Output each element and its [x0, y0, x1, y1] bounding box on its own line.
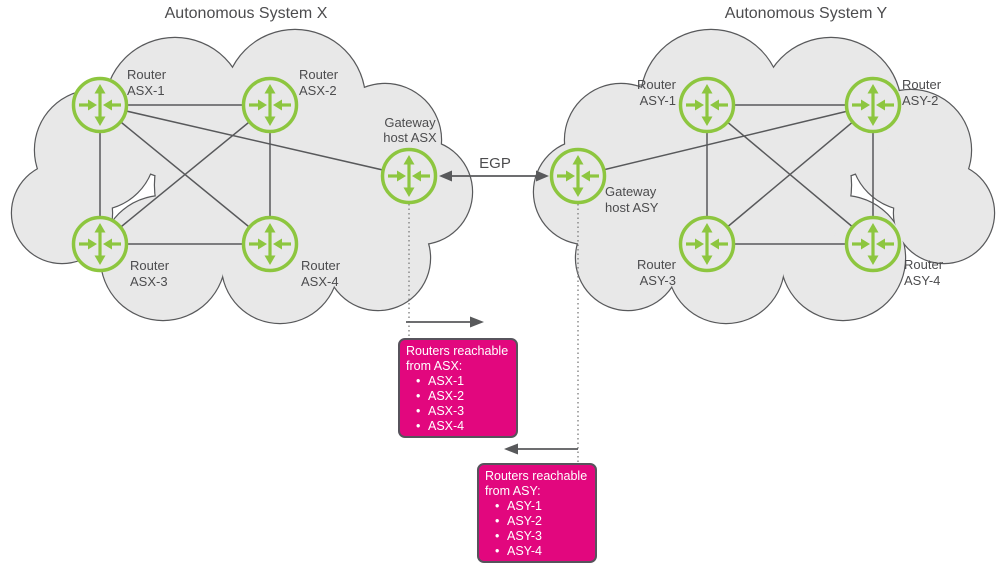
bullet-icon: •	[495, 544, 500, 558]
link-gwy-asy2	[577, 104, 874, 177]
router-asy3-node: Router ASY-3	[637, 215, 736, 288]
router-asx2-name: ASX-2	[299, 83, 337, 98]
bullet-icon: •	[495, 529, 500, 543]
reachable-from-asx-box: Routers reachable from ASX: • ASX-1 • ASX-…	[398, 338, 518, 438]
bullet-icon: •	[416, 404, 421, 418]
router-asy4-node: Router ASY-4	[844, 215, 944, 288]
router-icon	[71, 76, 129, 134]
gateway-asy-name: host ASY	[605, 200, 659, 215]
bullet-icon: •	[416, 374, 421, 388]
right-arrowhead-icon	[470, 316, 484, 328]
asx-box-heading-line2: from ASX:	[406, 359, 463, 373]
router-asy3-name: ASY-3	[640, 273, 676, 288]
egp-label: EGP	[479, 155, 511, 172]
gateway-asx-name: host ASX	[383, 130, 437, 145]
router-asx1-label: Router	[127, 67, 167, 82]
link-asy2-asy3	[706, 104, 874, 245]
link-asx2-asx3	[99, 104, 271, 245]
router-asy3-label: Router	[637, 257, 677, 272]
asx-item-1: ASX-1	[428, 374, 465, 388]
gateway-asx-label: Gateway	[384, 115, 436, 130]
router-asy4-label: Router	[904, 257, 944, 272]
router-asx4-node: Router ASX-4	[241, 215, 341, 289]
router-asx4-name: ASX-4	[301, 274, 339, 289]
router-asy2-label: Router	[902, 77, 942, 92]
list-item: • ASX-4	[406, 419, 510, 434]
asx-advertise-arrow	[406, 316, 484, 328]
router-icon	[380, 147, 438, 205]
router-asx4-label: Router	[301, 258, 341, 273]
asy-item-2: ASY-2	[507, 514, 542, 528]
router-icon	[71, 215, 129, 273]
as-x-title: Autonomous System X	[165, 5, 328, 22]
router-asy2-node: Router ASY-2	[844, 76, 942, 134]
list-item: • ASY-4	[485, 544, 589, 559]
left-arrowhead-icon	[504, 443, 518, 455]
gateway-asx-node: Gateway host ASX	[380, 115, 438, 205]
asy-item-4: ASY-4	[507, 544, 542, 558]
router-asy1-label: Router	[637, 77, 677, 92]
list-item: • ASX-3	[406, 404, 510, 419]
router-asy1-node: Router ASY-1	[637, 76, 736, 134]
gateway-asy-label: Gateway	[605, 184, 657, 199]
asx-box-heading-line1: Routers reachable	[406, 344, 509, 358]
list-item: • ASY-2	[485, 514, 589, 529]
router-asx3-node: Router ASX-3	[71, 215, 170, 289]
router-icon	[844, 76, 902, 134]
router-asx1-node: Router ASX-1	[71, 67, 167, 134]
router-asx1-name: ASX-1	[127, 83, 165, 98]
list-item: • ASY-3	[485, 529, 589, 544]
router-asx3-name: ASX-3	[130, 274, 168, 289]
bullet-icon: •	[416, 419, 421, 433]
bullet-icon: •	[495, 499, 500, 513]
router-asy1-name: ASY-1	[640, 93, 676, 108]
reachable-from-asy-box: Routers reachable from ASY: • ASY-1 • ASY-…	[477, 463, 597, 563]
router-asx3-label: Router	[130, 258, 170, 273]
list-item: • ASX-2	[406, 389, 510, 404]
router-asy4-name: ASY-4	[904, 273, 940, 288]
router-icon	[678, 76, 736, 134]
asx-item-3: ASX-3	[428, 404, 465, 418]
router-asx2-label: Router	[299, 67, 339, 82]
router-icon	[678, 215, 736, 273]
list-item: • ASX-1	[406, 374, 510, 389]
router-asx2-node: Router ASX-2	[241, 67, 339, 134]
link-gwx-asx1	[99, 104, 410, 177]
bullet-icon: •	[495, 514, 500, 528]
router-icon	[241, 76, 299, 134]
router-icon	[241, 215, 299, 273]
asy-box-heading-line1: Routers reachable	[485, 469, 588, 483]
as-y-title: Autonomous System Y	[725, 5, 888, 22]
router-icon	[549, 147, 607, 205]
gateway-asy-node: Gateway host ASY	[549, 147, 659, 215]
asy-advertise-arrow	[504, 443, 578, 455]
asx-item-2: ASX-2	[428, 389, 465, 403]
list-item: • ASY-1	[485, 499, 589, 514]
egp-arrowhead-right-icon	[536, 170, 549, 182]
asx-item-4: ASX-4	[428, 419, 465, 433]
router-asy2-name: ASY-2	[902, 93, 938, 108]
egp-arrowhead-left-icon	[439, 170, 452, 182]
asy-item-3: ASY-3	[507, 529, 542, 543]
asy-box-heading-line2: from ASY:	[485, 484, 541, 498]
router-icon	[844, 215, 902, 273]
egp-link: EGP	[439, 155, 549, 182]
bullet-icon: •	[416, 389, 421, 403]
asy-item-1: ASY-1	[507, 499, 542, 513]
